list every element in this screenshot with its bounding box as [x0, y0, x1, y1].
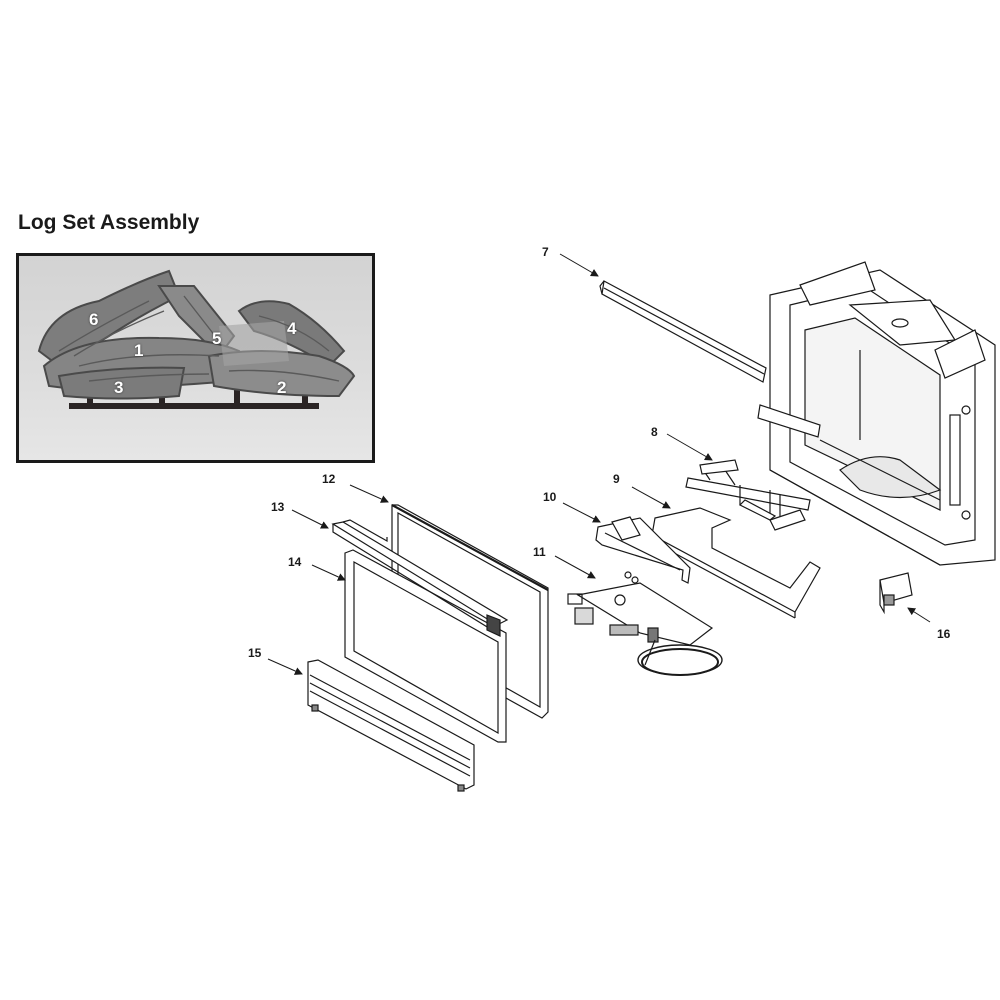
callout-11: 11 — [533, 545, 546, 559]
callout-12: 12 — [322, 472, 336, 486]
callout-14: 14 — [288, 555, 302, 569]
callout-16: 16 — [937, 627, 951, 641]
part-7-top-baffle — [599, 280, 767, 383]
log-set-illustration — [37, 269, 356, 409]
callout-15: 15 — [248, 646, 262, 660]
leader-12 — [349, 484, 389, 503]
log-label-1: 1 — [134, 341, 144, 360]
log-label-5: 5 — [212, 329, 222, 348]
ember-block — [219, 321, 289, 366]
part-10-valve-bracket — [595, 516, 691, 584]
part-15-louver-panel — [307, 659, 475, 792]
part-16-receiver-module — [879, 572, 913, 615]
leader-15 — [267, 658, 303, 675]
log-label-4: 4 — [287, 319, 297, 338]
log-label-6: 6 — [89, 310, 99, 329]
grate-leg — [234, 384, 240, 408]
part-11-valve-assembly — [567, 571, 723, 676]
part-13-top-trim — [331, 519, 509, 637]
leader-9 — [631, 486, 671, 509]
callout-10: 10 — [543, 490, 557, 504]
log-label-2: 2 — [277, 378, 287, 397]
leader-16 — [907, 607, 931, 623]
leader-7 — [559, 253, 599, 277]
leader-14 — [311, 564, 346, 581]
diagram-title: Log Set Assembly — [18, 211, 200, 234]
callout-8: 8 — [651, 425, 658, 439]
part-14-front-frame — [344, 549, 507, 743]
log-set-photo: 6 1 3 5 4 2 — [16, 253, 375, 463]
leader-10 — [562, 502, 601, 523]
callout-7: 7 — [542, 245, 549, 259]
log-label-3: 3 — [114, 378, 124, 397]
callout-13: 13 — [271, 500, 285, 514]
leader-13 — [291, 509, 329, 529]
grate-bar — [69, 403, 319, 409]
leader-8 — [666, 433, 713, 461]
callout-9: 9 — [613, 472, 620, 486]
firebox-body — [757, 261, 996, 566]
part-8-burner-bracket — [685, 459, 811, 531]
leader-11 — [554, 555, 596, 579]
